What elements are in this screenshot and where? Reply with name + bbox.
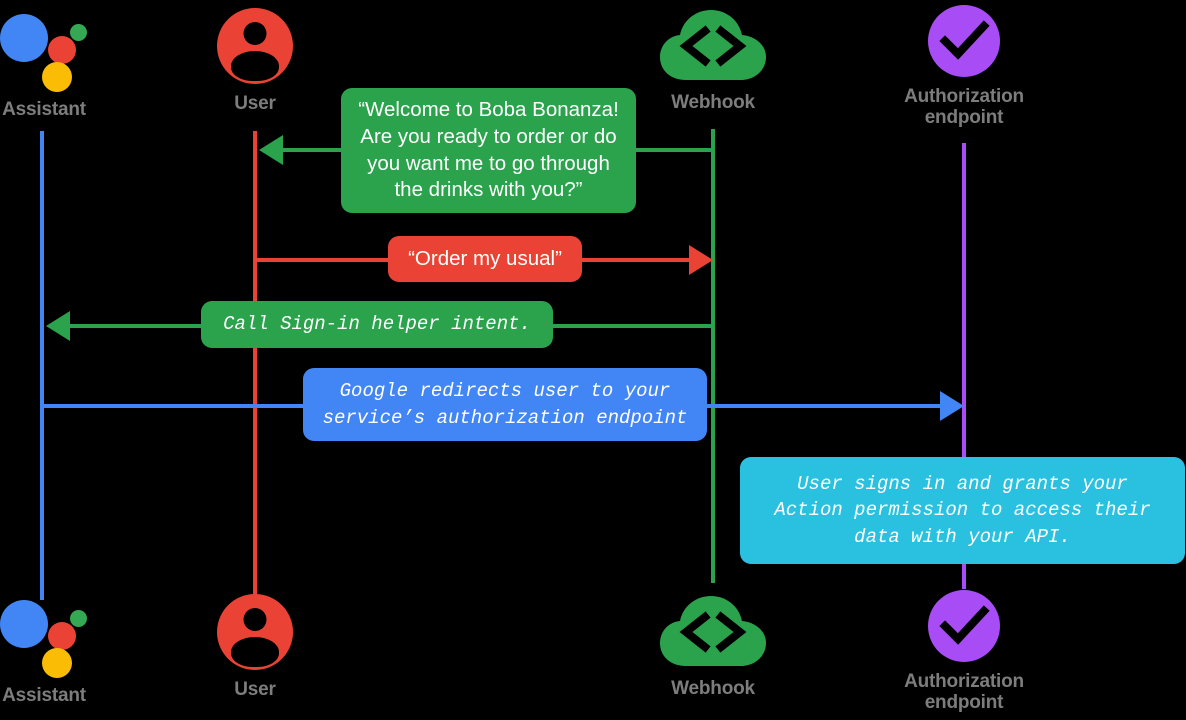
actor-webhook-top: Webhook [613,8,813,114]
actor-label-webhook-top: Webhook [671,92,755,113]
message-bubble-call-signin-helper: Call Sign-in helper intent. [201,301,553,348]
actor-auth-bottom: Authorization endpoint [864,590,1064,713]
message-text-welcome: “Welcome to Boba Bonanza! Are you ready … [358,97,619,202]
actor-label-user-top: User [234,93,276,114]
user-avatar-icon [217,8,293,84]
message-text-call-signin-helper: Call Sign-in helper intent. [223,313,531,336]
google-assistant-icon [0,10,90,96]
cloud-code-icon-bottom [658,594,768,668]
assistant-dot-green-bottom [70,610,87,627]
assistant-dot-yellow [42,62,72,92]
message-text-google-redirects: Google redirects user to your service’s … [322,380,688,429]
user-avatar-head [243,22,267,45]
assistant-dot-red [48,36,76,64]
arrowhead-order-my-usual-right [689,245,713,275]
actor-label-assistant-top: Assistant [2,99,86,120]
purple-check-icon-bottom [928,590,1000,662]
actor-auth-top: Authorization endpoint [864,5,1064,128]
note-bubble-user-signs-in: User signs in and grants your Action per… [740,457,1185,564]
arrowhead-welcome-left [259,135,283,165]
lifeline-webhook [711,129,715,583]
arrowhead-google-redirects-right [940,391,964,421]
assistant-dot-blue-bottom [0,600,48,648]
note-text-user-signs-in: User signs in and grants your Action per… [774,473,1151,548]
user-avatar-body-bottom [231,637,279,667]
cloud-code-icon [658,8,768,82]
actor-webhook-bottom: Webhook [613,594,813,700]
user-avatar-icon-bottom [217,594,293,670]
actor-label-auth-bottom: Authorization endpoint [904,671,1024,713]
assistant-dot-red-bottom [48,622,76,650]
actor-user-top: User [155,8,355,115]
lifeline-assistant [40,131,44,600]
message-bubble-google-redirects: Google redirects user to your service’s … [303,368,707,441]
assistant-dot-yellow-bottom [42,648,72,678]
actor-label-user-bottom: User [234,679,276,700]
user-avatar-body [231,51,279,81]
message-text-order-my-usual: “Order my usual” [408,246,562,270]
lifeline-auth [962,143,966,589]
actor-label-webhook-bottom: Webhook [671,678,755,699]
actor-label-auth-top: Authorization endpoint [904,86,1024,128]
arrowhead-call-signin-helper-left [46,311,70,341]
purple-check-icon [928,5,1000,77]
actor-label-assistant-bottom: Assistant [2,685,86,706]
user-avatar-head-bottom [243,608,267,631]
message-bubble-order-my-usual: “Order my usual” [388,236,582,282]
message-bubble-welcome: “Welcome to Boba Bonanza! Are you ready … [341,88,636,213]
actor-assistant-top: Assistant [0,10,144,121]
assistant-dot-blue [0,14,48,62]
actor-user-bottom: User [155,594,355,701]
actor-assistant-bottom: Assistant [0,596,144,707]
google-assistant-icon-bottom [0,596,90,682]
lifeline-user [253,131,257,600]
assistant-dot-green [70,24,87,41]
